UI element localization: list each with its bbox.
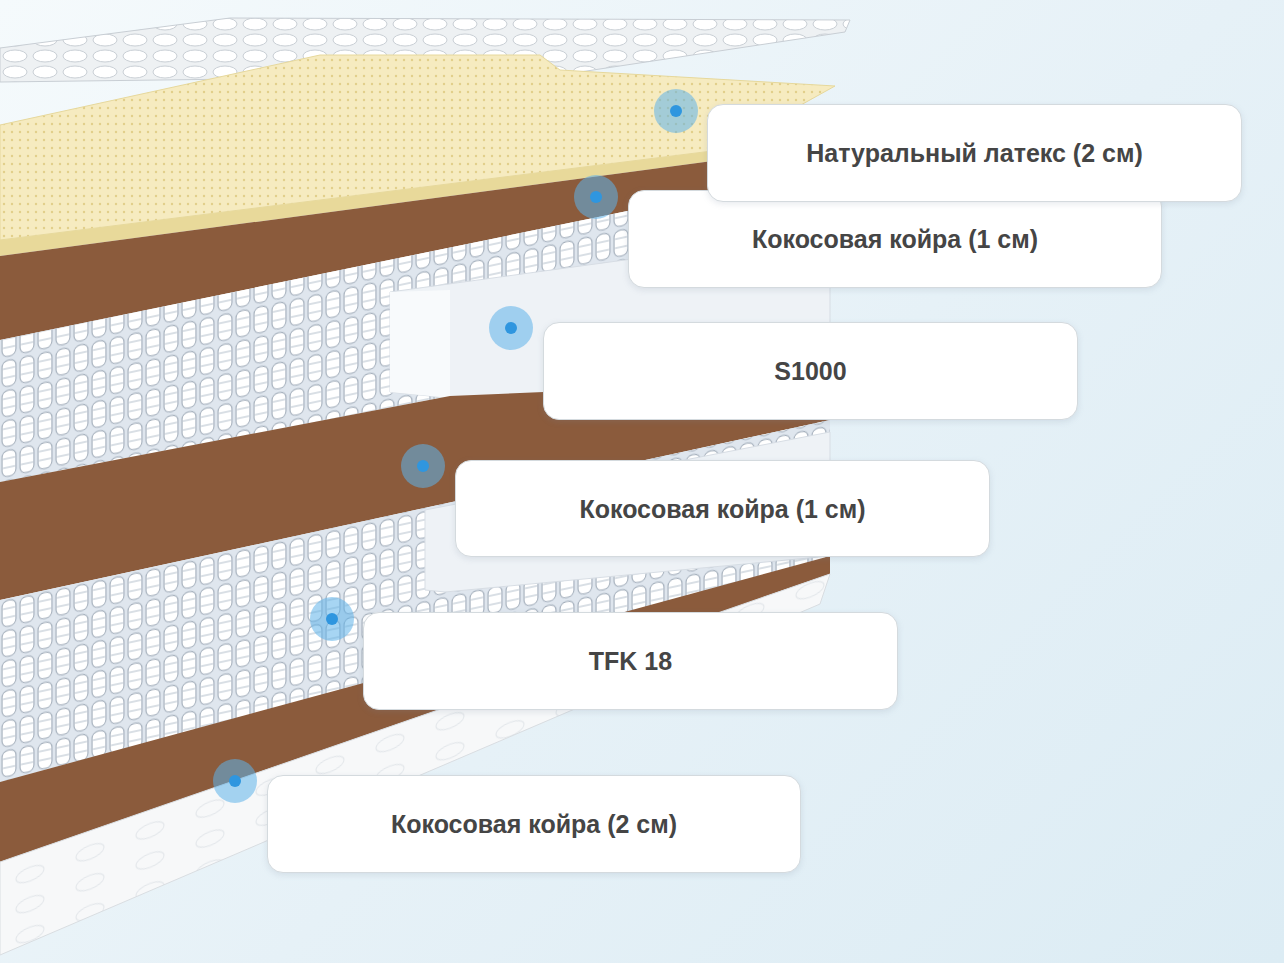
layer-label: Натуральный латекс (2 см)	[806, 138, 1142, 168]
layer-label: Кокосовая койра (1 см)	[752, 224, 1038, 254]
layer-label: TFK 18	[589, 646, 672, 676]
callout-box: Кокосовая койра (2 см)	[267, 775, 801, 873]
callout-box: S1000	[543, 322, 1078, 420]
callout-box: Кокосовая койра (1 см)	[628, 190, 1162, 288]
callout-box: TFK 18	[363, 612, 898, 710]
callout-box: Натуральный латекс (2 см)	[707, 104, 1242, 202]
layer-label: Кокосовая койра (1 см)	[579, 494, 865, 524]
layer-label: S1000	[774, 356, 846, 386]
callout-box: Кокосовая койра (1 см)	[455, 460, 990, 557]
layer-label: Кокосовая койра (2 см)	[391, 809, 677, 839]
